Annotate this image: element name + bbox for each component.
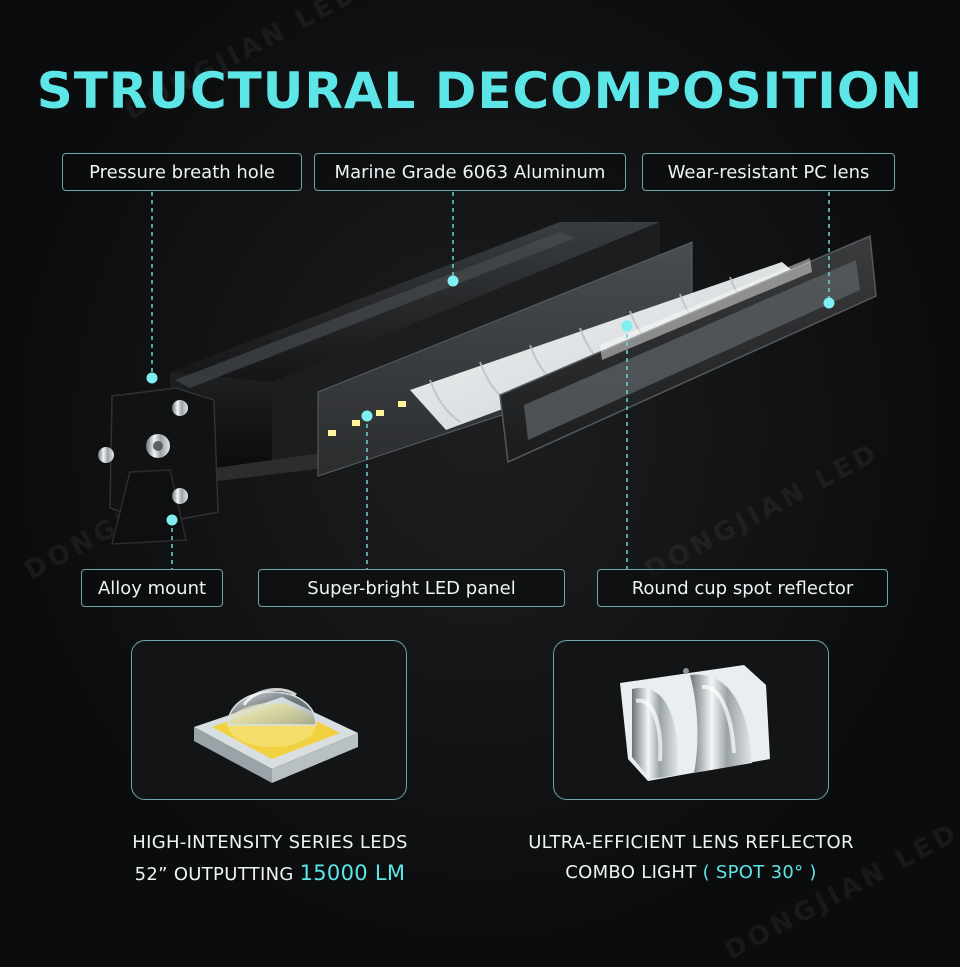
feature-led-line1: HIGH-INTENSITY SERIES LEDS <box>132 832 408 853</box>
feature-box-reflector <box>553 640 829 800</box>
feature-reflector-line2-prefix: COMBO LIGHT <box>565 862 703 883</box>
callout-led-panel: Super-bright LED panel <box>258 569 565 607</box>
callout-pressure-breath-hole: Pressure breath hole <box>62 153 302 191</box>
callout-alloy-mount: Alloy mount <box>81 569 223 607</box>
callout-aluminum: Marine Grade 6063 Aluminum <box>314 153 626 191</box>
feature-reflector-line1: ULTRA-EFFICIENT LENS REFLECTOR <box>528 832 854 853</box>
reflector-image <box>620 665 770 781</box>
feature-caption-led: HIGH-INTENSITY SERIES LEDS 52” OUTPUTTIN… <box>90 828 450 890</box>
feature-box-led <box>131 640 407 800</box>
feature-caption-reflector: ULTRA-EFFICIENT LENS REFLECTOR COMBO LIG… <box>500 828 882 888</box>
callout-pc-lens: Wear-resistant PC lens <box>642 153 895 191</box>
led-chip-image <box>194 688 358 783</box>
lumen-value: 15000 LM <box>299 861 406 885</box>
callout-reflector: Round cup spot reflector <box>597 569 888 607</box>
spot-angle-value: ( SPOT 30° ) <box>702 862 817 883</box>
feature-led-line2: 52” OUTPUTTING 15000 LM <box>90 858 450 890</box>
feature-reflector-line2: COMBO LIGHT ( SPOT 30° ) <box>500 858 882 888</box>
page-title: STRUCTURAL DECOMPOSITION <box>36 62 924 120</box>
feature-led-line2-prefix: 52” OUTPUTTING <box>134 864 300 885</box>
